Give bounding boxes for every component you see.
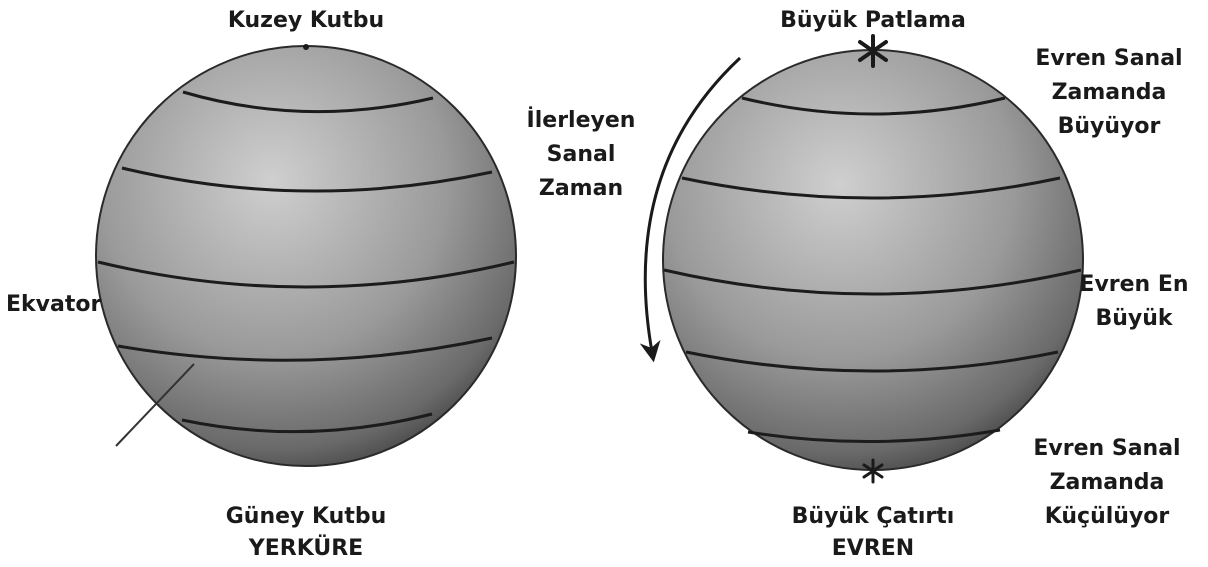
north-pole-label: Kuzey Kutbu [206,4,406,38]
imaginary-time-label: İlerleyen Sanal Zaman [506,104,656,206]
south-pole-label: Güney Kutbu [186,500,426,534]
universe-sphere-group [645,36,1083,482]
earth-caption: YERKÜRE [186,532,426,566]
earth-sphere-group [96,44,516,466]
universe-expanding-line: Zamanda [1024,76,1194,110]
universe-largest-label: Evren En Büyük [1064,268,1204,336]
earth-sphere [96,46,516,466]
universe-contracting-line: Zamanda [1018,466,1196,500]
universe-largest-line: Büyük [1064,302,1204,336]
universe-contracting-label: Evren Sanal Zamanda Küçülüyor [1018,432,1196,534]
universe-expanding-line: Evren Sanal [1024,42,1194,76]
big-crunch-label: Büyük Çatırtı [753,500,993,534]
universe-expanding-line: Büyüyor [1024,110,1194,144]
imaginary-time-line: İlerleyen [506,104,656,138]
universe-caption: EVREN [753,532,993,566]
universe-contracting-line: Küçülüyor [1018,500,1196,534]
universe-contracting-line: Evren Sanal [1018,432,1196,466]
equator-label: Ekvator [6,288,101,322]
imaginary-time-line: Sanal [506,138,656,172]
imaginary-time-line: Zaman [506,172,656,206]
universe-expanding-label: Evren Sanal Zamanda Büyüyor [1024,42,1194,144]
universe-largest-line: Evren En [1064,268,1204,302]
north-pole-dot [303,44,309,50]
big-bang-label: Büyük Patlama [753,4,993,38]
